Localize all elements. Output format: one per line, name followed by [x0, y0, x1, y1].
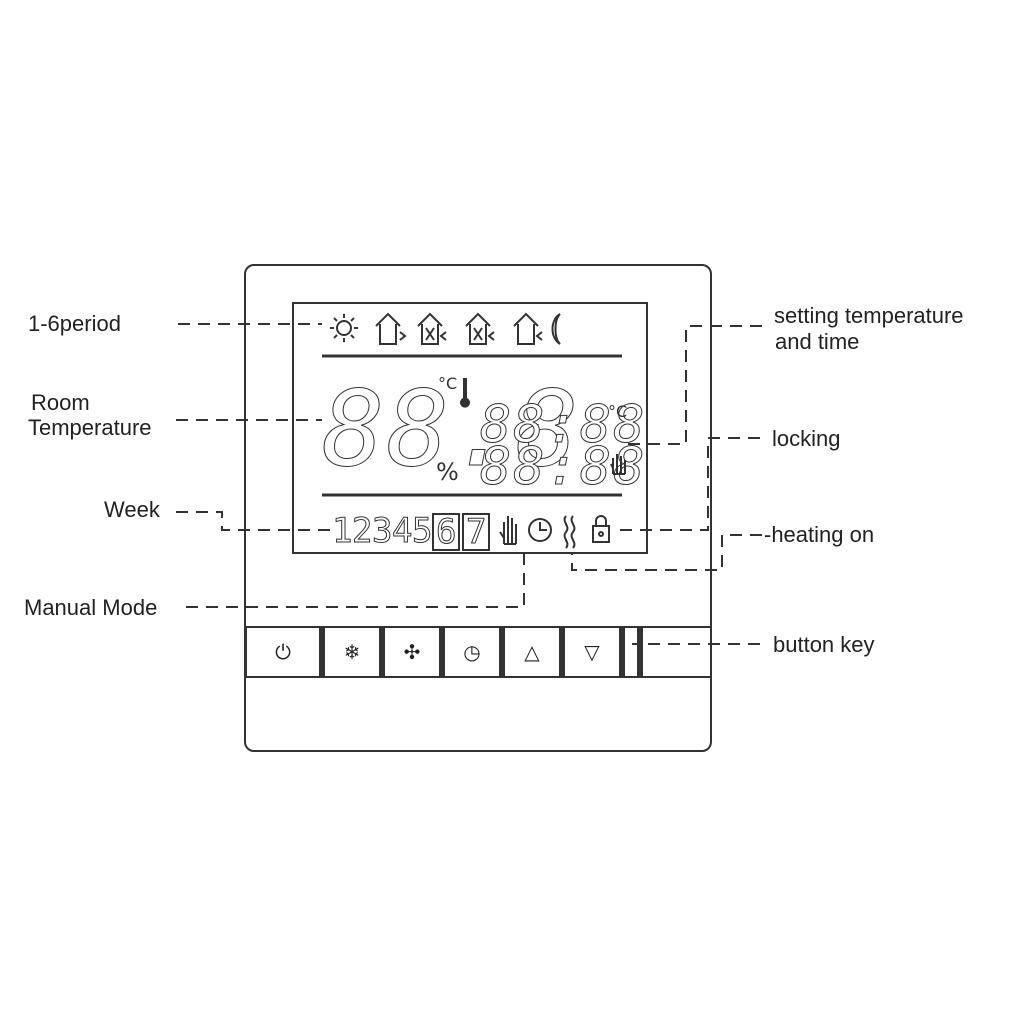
- week-day-5: 5: [411, 511, 433, 552]
- period-label: 1-6period: [28, 311, 121, 336]
- up-arrow-icon: △: [524, 640, 540, 664]
- thermostat-body: [244, 264, 712, 752]
- room-temperature-digits: 88.8: [321, 368, 581, 491]
- status-icons: [499, 515, 610, 549]
- manual-hand-icon: [610, 454, 626, 475]
- week-day-1: 1: [331, 511, 353, 552]
- home-leave-icon: [375, 312, 407, 345]
- thermometer-icon: [460, 378, 470, 408]
- locking-leader: [618, 437, 760, 531]
- locking-label: locking: [772, 426, 841, 451]
- button-key-label: button key: [773, 632, 875, 657]
- blank-button[interactable]: [640, 626, 712, 678]
- power-icon: ⏻: [275, 640, 291, 664]
- fan-button[interactable]: ✣: [382, 626, 442, 678]
- heating-wave-icon: [563, 515, 576, 549]
- room-celsius-unit: °C: [438, 374, 458, 393]
- manual-mode-label: Manual Mode: [24, 595, 158, 620]
- heating-on-label: -heating on: [764, 522, 875, 547]
- heating-leader: [571, 534, 762, 571]
- mode-button[interactable]: ❄: [322, 626, 382, 678]
- setting-celsius-unit: °C: [608, 402, 628, 421]
- room-temperature-label-1: Room: [31, 390, 90, 415]
- week-day-7: 7: [462, 513, 491, 551]
- humidity-percent: %: [436, 458, 459, 486]
- setting-digits-top: 88:88: [480, 395, 647, 455]
- clock-icon: ◷: [463, 640, 481, 664]
- sun-icon: [330, 314, 358, 342]
- fan-icon: ✣: [403, 640, 421, 664]
- down-button[interactable]: ▽: [562, 626, 622, 678]
- week-leader: [176, 511, 330, 531]
- home-leave-icon: [513, 312, 543, 345]
- period-icons: [330, 312, 561, 345]
- week-label: Week: [104, 497, 160, 522]
- lock-icon: [592, 515, 610, 543]
- room-temperature-label-2: Temperature: [28, 415, 152, 440]
- home-return-icon: [465, 312, 495, 345]
- spacer-key: [622, 626, 640, 678]
- clock-icon: [528, 518, 552, 542]
- down-arrow-icon: ▽: [584, 640, 600, 664]
- manual-hand-icon: [499, 516, 517, 545]
- week-day-6: 6: [432, 513, 461, 551]
- week-day-4: 4: [391, 511, 413, 552]
- power-button[interactable]: ⏻: [244, 626, 322, 678]
- clock-button[interactable]: ◷: [442, 626, 502, 678]
- home-return-icon: [417, 312, 447, 345]
- week-day-2: 2: [351, 511, 373, 552]
- snowflake-sun-icon: ❄: [343, 640, 361, 664]
- setting-label-2: and time: [775, 329, 860, 354]
- setting-leader: [620, 325, 762, 445]
- up-button[interactable]: △: [502, 626, 562, 678]
- lcd-screen: [292, 302, 648, 554]
- moon-icon: [551, 313, 561, 345]
- setting-label-1: setting temperature: [774, 303, 964, 328]
- button-strip: [244, 626, 712, 678]
- week-day-3: 3: [371, 511, 393, 552]
